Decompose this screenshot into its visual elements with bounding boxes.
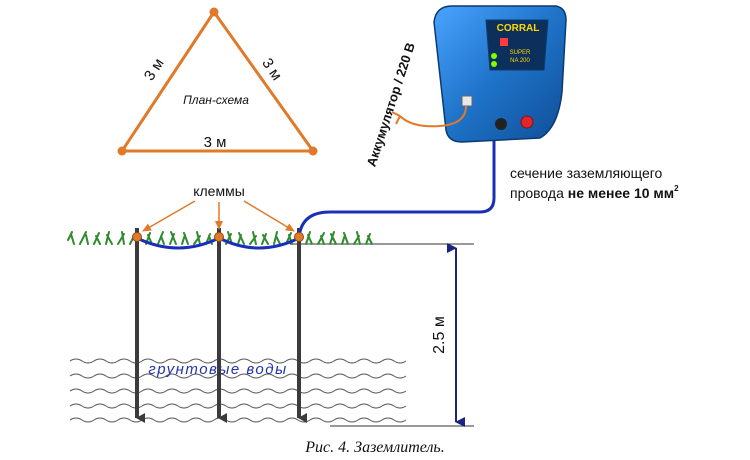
device-model-2: NA 200	[510, 58, 530, 64]
wire-label-bold: не менее 10 мм	[568, 185, 674, 201]
ground-wire	[136, 122, 499, 250]
plan-vertex-left	[117, 146, 127, 156]
wire-label-sup: 2	[674, 184, 679, 193]
terminals-label: клеммы	[193, 183, 245, 199]
device-model-1: SUPER	[510, 50, 531, 56]
device-fence-terminal	[520, 115, 534, 129]
power-cable-fork	[391, 111, 401, 125]
terminal-2	[214, 232, 224, 242]
terminals-arrows	[142, 200, 295, 232]
plan-side-left: 3 м	[141, 55, 168, 83]
power-cable	[399, 105, 467, 128]
depth-label: 2.5 м	[431, 316, 448, 354]
plan-vertex-right	[308, 146, 318, 156]
energizer-device: CORRAL SUPER NA 200	[433, 5, 567, 143]
power-label: Аккумулятор / 220 В	[364, 41, 418, 169]
grass-strip	[67, 231, 373, 245]
terminal-3	[294, 232, 304, 242]
wire-label-line1: сечение заземляющего	[510, 165, 663, 181]
device-led-2	[491, 53, 497, 59]
wire-label-normal: провода	[510, 185, 568, 201]
groundwater-zone	[69, 358, 407, 423]
plan-scheme: План-схема 3 м 3 м 3 м	[117, 7, 318, 156]
terminal-1	[132, 232, 142, 242]
plan-title: План-схема	[183, 93, 249, 107]
figure-caption: Рис. 4. Заземлитель.	[304, 439, 444, 456]
grounding-rods	[135, 228, 307, 423]
device-ground-terminal	[495, 118, 507, 130]
plan-triangle	[119, 9, 316, 153]
plan-vertex-top	[209, 7, 219, 17]
device-power-socket	[461, 95, 473, 107]
device-led	[500, 38, 508, 46]
device-led-3	[491, 61, 497, 67]
device-brand: CORRAL	[497, 23, 540, 34]
terminals	[132, 232, 304, 242]
wire-label-line2: провода не менее 10 мм2	[510, 184, 679, 201]
plan-side-bottom: 3 м	[204, 134, 227, 151]
